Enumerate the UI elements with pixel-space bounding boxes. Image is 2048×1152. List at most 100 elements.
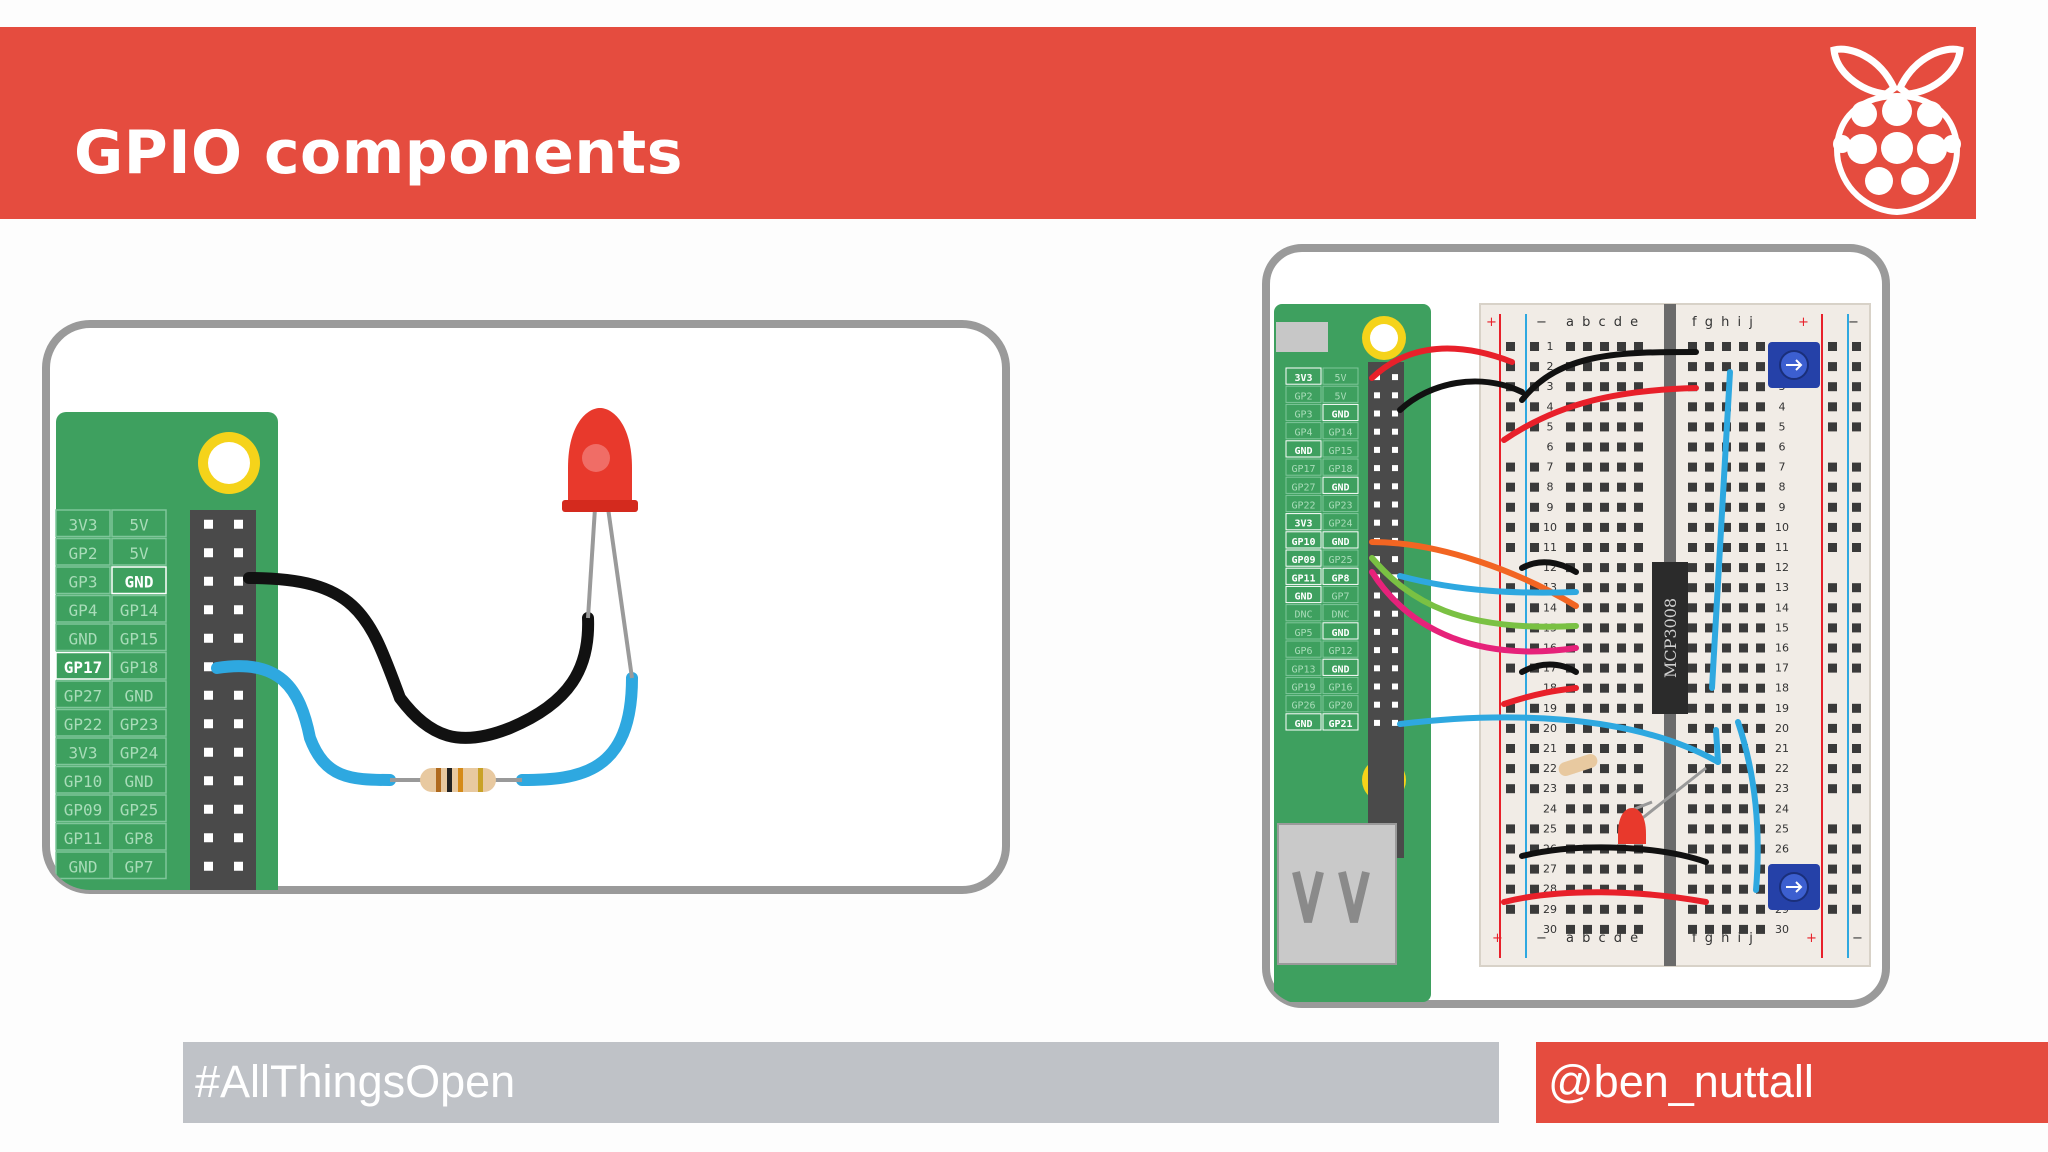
bb-hole bbox=[1705, 482, 1714, 492]
bb-hole bbox=[1583, 884, 1592, 894]
pin-label-cell bbox=[111, 708, 167, 737]
bb-hole bbox=[1828, 382, 1837, 392]
bb-hole bbox=[1705, 764, 1714, 774]
gpio-pin bbox=[1392, 392, 1398, 399]
bb-hole bbox=[1828, 864, 1837, 874]
blue-wire-1 bbox=[211, 660, 396, 786]
bb-hole bbox=[1722, 502, 1731, 512]
bb-hole bbox=[1634, 422, 1643, 432]
pin-label-cell bbox=[55, 851, 111, 880]
bb-hole bbox=[1852, 784, 1861, 794]
bb-hole bbox=[1617, 462, 1626, 472]
bb-hole bbox=[1566, 804, 1575, 814]
bb-hole bbox=[1530, 462, 1539, 472]
bb-hole bbox=[1705, 522, 1714, 532]
bb-hole bbox=[1722, 844, 1731, 854]
pin-label-cell bbox=[55, 566, 111, 595]
pin-label: GP09 bbox=[1291, 555, 1315, 566]
bb-hole bbox=[1705, 362, 1714, 372]
gpio-pin bbox=[204, 519, 213, 529]
pin-label-cell bbox=[1322, 403, 1359, 422]
bb-hole bbox=[1739, 784, 1748, 794]
bb-hole bbox=[1722, 924, 1731, 934]
gpio-pin bbox=[234, 633, 243, 643]
gpio-pin bbox=[234, 719, 243, 729]
bb-hole bbox=[1756, 382, 1765, 392]
pin-label: GP6 bbox=[1294, 646, 1312, 657]
blue-wire bbox=[1735, 719, 1761, 893]
bb-hole bbox=[1530, 522, 1539, 532]
pin-label: GP2 bbox=[69, 544, 98, 563]
pin-label-cell bbox=[1285, 476, 1322, 494]
bb-hole bbox=[1634, 703, 1643, 713]
bb-hole bbox=[1530, 422, 1539, 432]
bb-hole bbox=[1634, 623, 1643, 633]
gpio-pin bbox=[1392, 446, 1398, 453]
bb-hole bbox=[1530, 884, 1539, 894]
pin-label-cell bbox=[1322, 531, 1359, 549]
bb-hole bbox=[1739, 804, 1748, 814]
bb-hole bbox=[1705, 543, 1714, 552]
bb-hole bbox=[1705, 563, 1714, 573]
pin-label: GND bbox=[125, 687, 154, 706]
pin-label: GP11 bbox=[64, 829, 103, 848]
bb-hole bbox=[1739, 663, 1748, 673]
bb-hole bbox=[1722, 563, 1731, 573]
bb-hole bbox=[1739, 703, 1748, 713]
bb-hole bbox=[1530, 723, 1539, 733]
bb-hole bbox=[1705, 502, 1714, 512]
row-number: 4 bbox=[1779, 400, 1786, 413]
bb-hole bbox=[1756, 924, 1765, 934]
bb-hole bbox=[1705, 844, 1714, 854]
bb-hole bbox=[1722, 603, 1731, 613]
pin-label-cell bbox=[1285, 622, 1322, 640]
pi-chip bbox=[1276, 322, 1328, 352]
row-number: 6 bbox=[1779, 441, 1786, 454]
bb-hole bbox=[1506, 422, 1515, 432]
bb-hole bbox=[1852, 382, 1861, 392]
bb-hole bbox=[1634, 723, 1643, 733]
bb-hole bbox=[1705, 723, 1714, 733]
gpio-pin bbox=[1392, 628, 1398, 635]
bb-hole bbox=[1566, 462, 1575, 472]
bb-hole bbox=[1688, 442, 1697, 452]
bb-hole bbox=[1583, 864, 1592, 874]
gpio-pin bbox=[1374, 519, 1380, 526]
rail-minus: − bbox=[1536, 315, 1547, 330]
bb-hole bbox=[1828, 462, 1837, 472]
bb-hole bbox=[1530, 864, 1539, 874]
bb-hole bbox=[1600, 784, 1609, 794]
bb-hole bbox=[1583, 583, 1592, 593]
bb-hole bbox=[1756, 502, 1765, 512]
bb-hole bbox=[1566, 342, 1575, 351]
bb-hole bbox=[1634, 402, 1643, 412]
bb-hole bbox=[1828, 362, 1837, 372]
bb-hole bbox=[1566, 784, 1575, 794]
bb-hole bbox=[1739, 683, 1748, 693]
bb-hole bbox=[1756, 643, 1765, 653]
pin-label-cell bbox=[1322, 367, 1359, 385]
bb-hole bbox=[1600, 623, 1609, 633]
bb-hole bbox=[1566, 543, 1575, 552]
bb-hole bbox=[1828, 744, 1837, 753]
bb-hole bbox=[1722, 904, 1731, 914]
bb-hole bbox=[1688, 522, 1697, 532]
bb-hole bbox=[1852, 362, 1861, 372]
row-number: 23 bbox=[1543, 782, 1557, 795]
pin-label: GP24 bbox=[1328, 519, 1352, 530]
rail-plus: + bbox=[1806, 931, 1817, 946]
bb-hole bbox=[1600, 864, 1609, 874]
bb-hole bbox=[1756, 563, 1765, 573]
gpio-pin bbox=[1374, 392, 1380, 399]
row-number: 13 bbox=[1775, 581, 1789, 594]
bb-hole bbox=[1583, 442, 1592, 452]
column-letters-left: a b c d e bbox=[1566, 315, 1640, 330]
bb-hole bbox=[1634, 543, 1643, 552]
bb-hole bbox=[1506, 482, 1515, 492]
bb-hole bbox=[1739, 543, 1748, 552]
pin-label-cell bbox=[55, 509, 111, 538]
bb-hole bbox=[1739, 502, 1748, 512]
rail-plus: + bbox=[1486, 315, 1497, 330]
bb-hole bbox=[1852, 764, 1861, 774]
pin-label-cell bbox=[111, 737, 167, 766]
